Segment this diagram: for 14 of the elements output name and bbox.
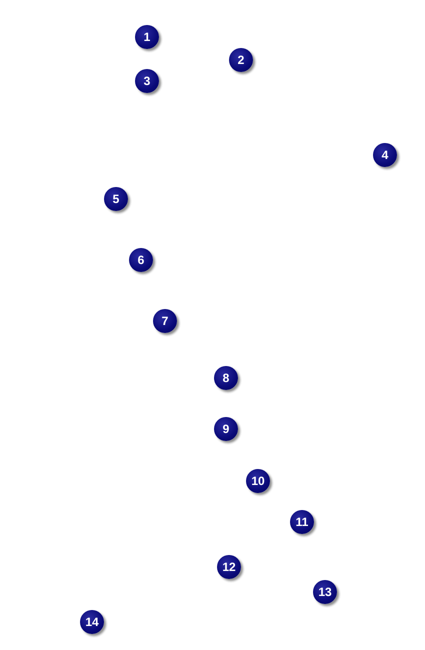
callout-number: 11 <box>290 510 314 534</box>
callout-number: 2 <box>229 48 253 72</box>
callout-number: 8 <box>214 366 238 390</box>
callout-number: 10 <box>246 469 270 493</box>
callout-number: 4 <box>373 143 397 167</box>
callout-number: 9 <box>214 417 238 441</box>
callout-number: 1 <box>135 25 159 49</box>
callout-number: 13 <box>313 580 337 604</box>
callout-number: 7 <box>153 309 177 333</box>
callout-number: 3 <box>135 69 159 93</box>
callout-number: 14 <box>80 610 104 634</box>
callout-number: 6 <box>129 248 153 272</box>
callout-number: 5 <box>104 187 128 211</box>
callout-number: 12 <box>217 555 241 579</box>
